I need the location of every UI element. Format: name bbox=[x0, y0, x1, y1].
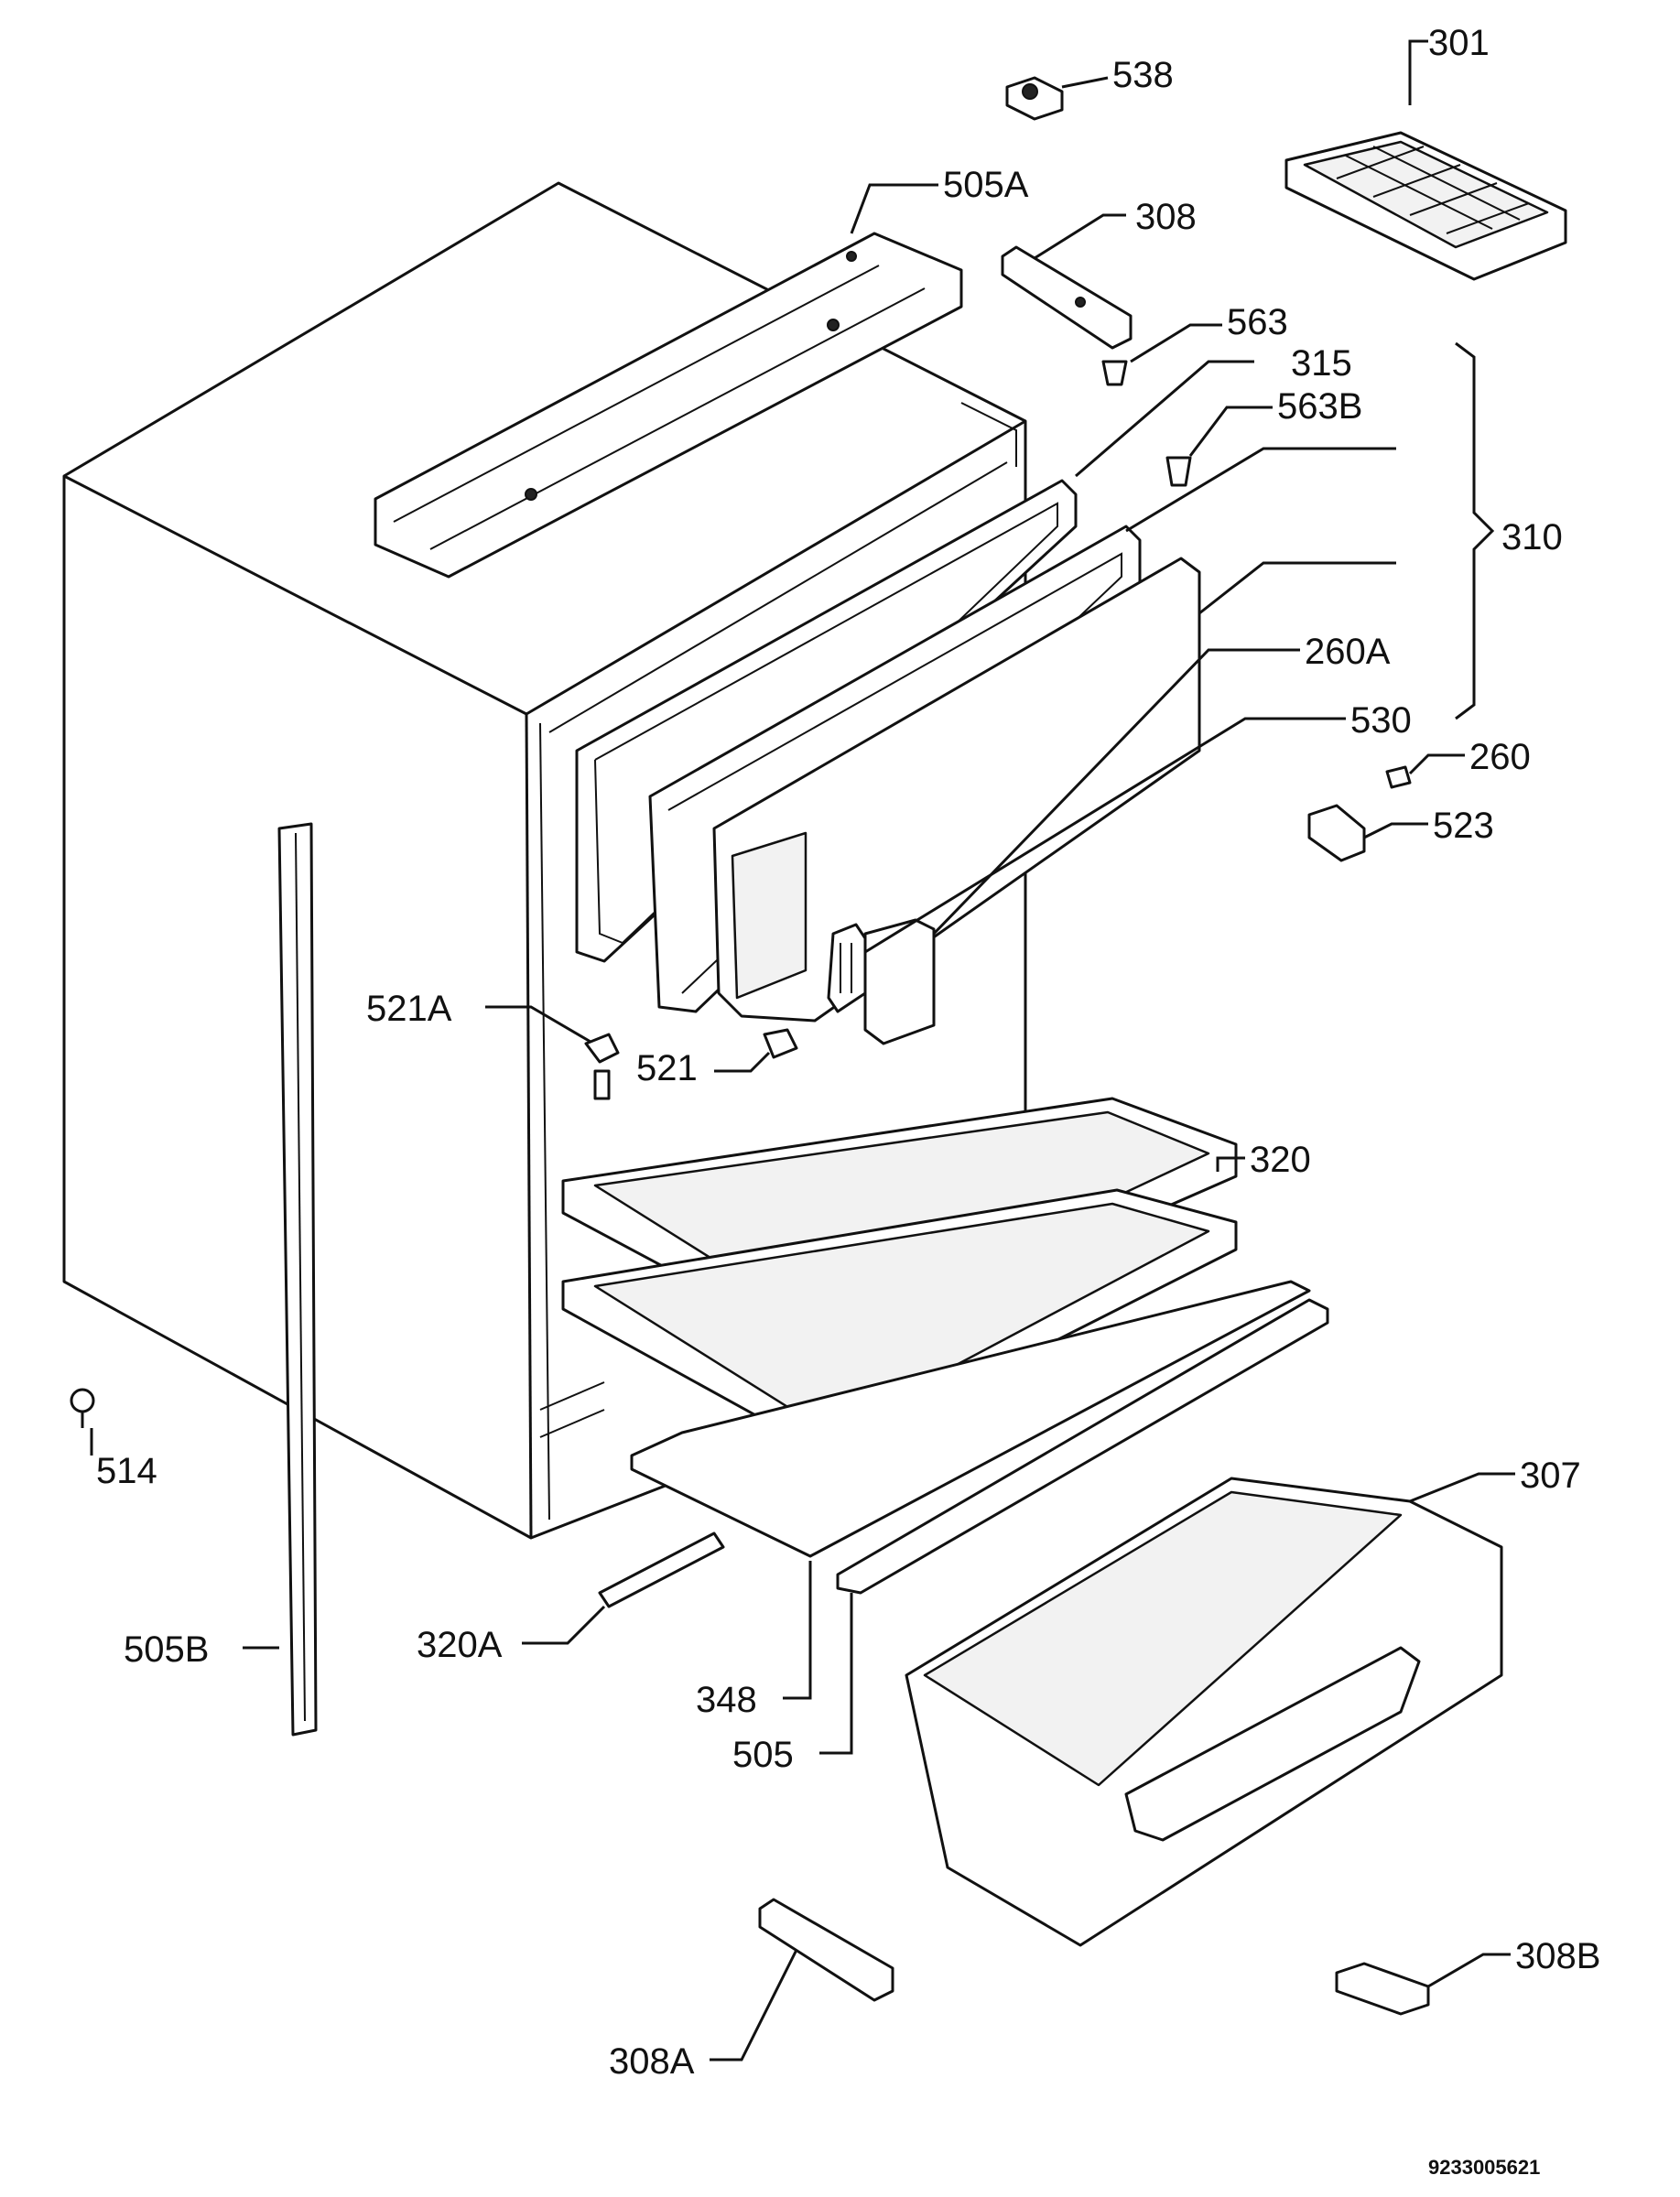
label-521A: 521A bbox=[366, 989, 452, 1029]
part-563-pin bbox=[1101, 360, 1128, 386]
label-505A: 505A bbox=[943, 165, 1029, 205]
group-310-bracket bbox=[1455, 341, 1495, 720]
part-514-screw bbox=[70, 1388, 95, 1428]
part-530-handle-cover bbox=[863, 918, 936, 1045]
label-308A: 308A bbox=[609, 2041, 695, 2082]
label-308: 308 bbox=[1135, 197, 1197, 237]
part-521A-lamp-holder bbox=[584, 1033, 620, 1100]
part-labels: 301 538 505A 308 563 315 563B 310 260A 5… bbox=[96, 23, 1600, 2179]
part-301-ice-tray bbox=[1284, 131, 1567, 281]
label-301: 301 bbox=[1428, 23, 1490, 63]
label-521: 521 bbox=[636, 1048, 698, 1088]
part-310-door-outer-panel bbox=[712, 557, 1201, 1023]
leader-lines bbox=[90, 39, 1515, 2062]
part-307-crisper-drawer bbox=[905, 1477, 1503, 1947]
part-538-hinge-cap bbox=[1005, 76, 1064, 121]
part-563B-pin bbox=[1165, 456, 1192, 487]
label-563: 563 bbox=[1227, 302, 1288, 342]
part-505B-side-strip bbox=[277, 822, 318, 1737]
document-number: 9233005621 bbox=[1428, 2156, 1540, 2179]
label-307: 307 bbox=[1520, 1456, 1581, 1496]
part-260-clip bbox=[1385, 765, 1412, 789]
label-348: 348 bbox=[696, 1680, 757, 1720]
label-563B: 563B bbox=[1277, 386, 1362, 427]
label-530: 530 bbox=[1350, 700, 1412, 741]
label-310: 310 bbox=[1501, 517, 1563, 557]
label-260A: 260A bbox=[1305, 632, 1391, 672]
label-320A: 320A bbox=[417, 1625, 503, 1665]
part-505A-top-frame bbox=[374, 232, 963, 579]
part-320A-shelf-rail bbox=[598, 1531, 725, 1608]
part-523-switch bbox=[1307, 804, 1366, 862]
label-260: 260 bbox=[1469, 737, 1531, 777]
part-308B-hinge-bracket bbox=[1335, 1962, 1430, 2016]
part-308-hinge bbox=[1001, 245, 1133, 350]
part-521-bulb-cover bbox=[763, 1028, 798, 1059]
part-308A-hinge-bracket bbox=[758, 1898, 894, 2002]
label-538: 538 bbox=[1112, 55, 1174, 95]
part-505-trim-strip bbox=[836, 1298, 1329, 1595]
part-260A-door-handle bbox=[827, 923, 867, 1013]
label-320: 320 bbox=[1250, 1140, 1311, 1180]
label-505B: 505B bbox=[124, 1629, 209, 1670]
label-308B: 308B bbox=[1515, 1936, 1600, 1976]
part-320-lower-shelf bbox=[561, 1188, 1238, 1457]
label-523: 523 bbox=[1433, 806, 1494, 846]
label-315: 315 bbox=[1291, 343, 1352, 384]
label-505: 505 bbox=[732, 1735, 794, 1775]
label-514: 514 bbox=[96, 1451, 157, 1491]
part-348-glass-plate bbox=[630, 1280, 1311, 1558]
